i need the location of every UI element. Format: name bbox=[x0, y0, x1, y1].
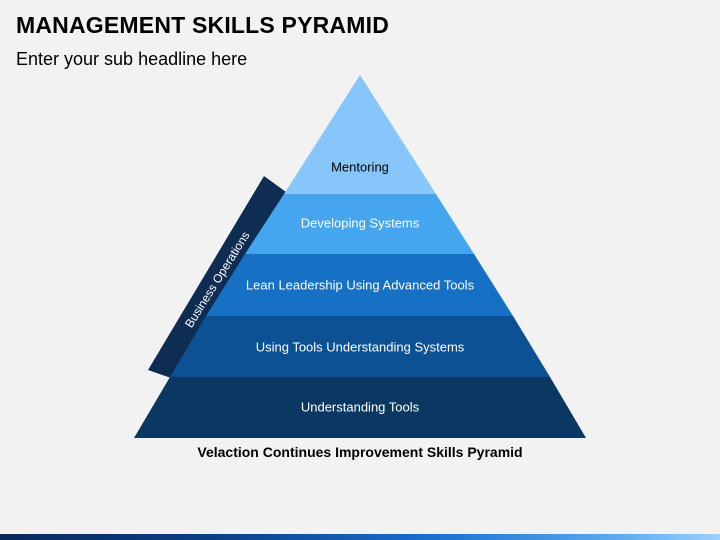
level-label-mentoring: Mentoring bbox=[331, 159, 389, 174]
page-subtitle: Enter your sub headline here bbox=[16, 49, 248, 69]
business-operations-band bbox=[148, 176, 286, 378]
pyramid-level-mentoring bbox=[284, 75, 436, 194]
level-label-using-tools: Using Tools Understanding Systems bbox=[256, 339, 465, 354]
pyramid-caption: Velaction Continues Improvement Skills P… bbox=[197, 444, 523, 460]
pyramid-level-lean-leadership bbox=[206, 254, 513, 316]
page-title: MANAGEMENT SKILLS PYRAMID bbox=[16, 12, 389, 38]
pyramid-level-using-tools bbox=[170, 316, 550, 377]
pyramid-level-understanding-tools bbox=[134, 377, 586, 438]
level-label-developing-systems: Developing Systems bbox=[301, 215, 420, 230]
level-label-understanding-tools: Understanding Tools bbox=[301, 399, 420, 414]
pyramid-level-developing-systems bbox=[245, 194, 474, 254]
level-label-lean-leadership: Lean Leadership Using Advanced Tools bbox=[246, 277, 475, 292]
footer-accent-bar bbox=[0, 534, 720, 540]
